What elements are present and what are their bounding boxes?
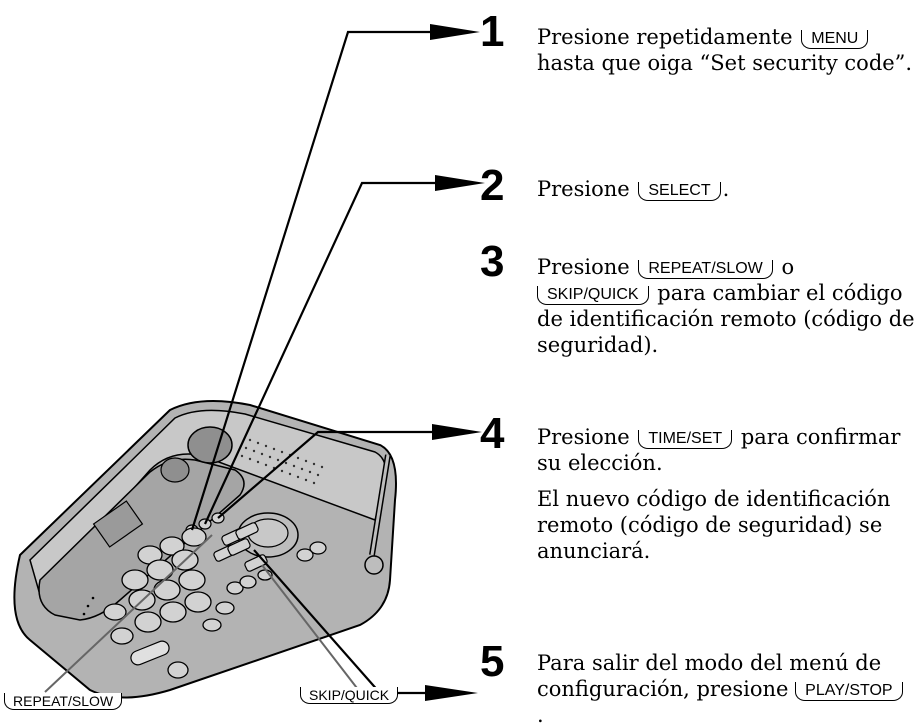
callout-leaders — [44, 534, 361, 693]
menu-key: MENU — [801, 30, 869, 49]
display-window — [92, 500, 144, 548]
step-text: Para salir del modo del menú de configur… — [537, 650, 907, 728]
step-number: 2 — [480, 161, 505, 210]
step-number: 5 — [480, 637, 505, 686]
select-key: SELECT — [638, 182, 721, 201]
play-stop-key: PLAY/STOP — [795, 682, 903, 701]
step-number: 4 — [480, 409, 505, 458]
step-number: 1 — [480, 7, 505, 56]
mic-slot — [130, 640, 170, 666]
callout-repeat-slow: REPEAT/SLOW — [4, 693, 123, 710]
step-note: El nuevo código de identificación remoto… — [537, 487, 891, 563]
speaker-grille — [240, 438, 324, 485]
repeat-slow-key: REPEAT/SLOW — [638, 260, 773, 279]
skip-quick-key: SKIP/QUICK — [537, 286, 649, 305]
time-set-key: TIME/SET — [638, 430, 733, 449]
step-number: 3 — [480, 237, 505, 286]
callout-skip-quick: SKIP/QUICK — [300, 687, 399, 704]
step-text: Presione repetidamente MENU hasta que oi… — [537, 25, 913, 75]
step-text: Presione TIME/SET para confirmar su elec… — [537, 424, 919, 564]
earpiece — [187, 426, 233, 464]
keypad — [103, 527, 273, 679]
arrowheads — [425, 24, 485, 701]
step-text: Presione SELECT. — [537, 177, 730, 201]
step-text: Presione REPEAT/SLOW o SKIP/QUICK para c… — [537, 255, 915, 357]
